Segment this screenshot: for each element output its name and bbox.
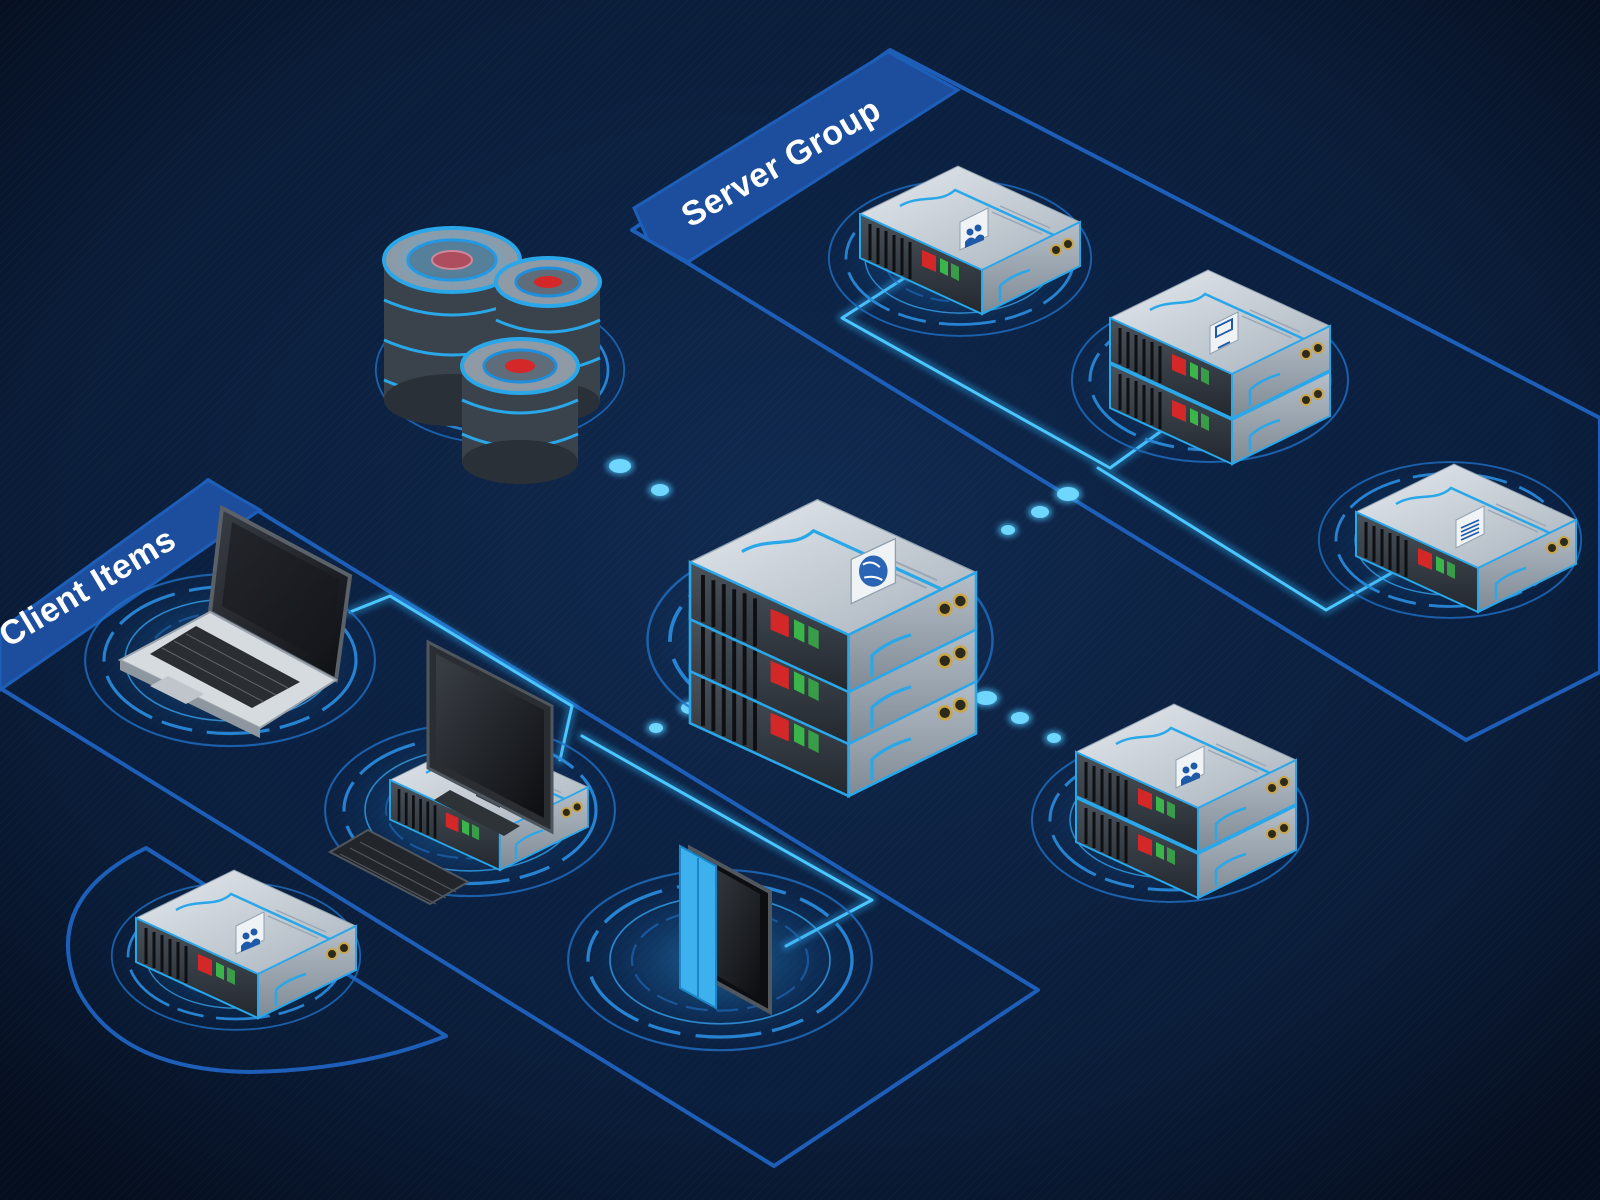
users-icon <box>959 207 989 251</box>
server-user-2 <box>1018 702 1322 912</box>
dot-link-server-group <box>1057 487 1079 501</box>
database-cylinder <box>460 337 580 484</box>
client-server <box>99 868 373 1039</box>
users-icon <box>235 911 265 955</box>
database-cluster <box>363 226 637 484</box>
users-icon <box>1175 745 1205 789</box>
server-display <box>1058 268 1362 472</box>
display-icon <box>1209 311 1239 355</box>
link-laptop-to-desktop <box>348 594 574 762</box>
client-desktop <box>310 639 630 907</box>
central-server <box>630 497 1010 798</box>
server-group-tab <box>632 50 961 264</box>
client-tablet <box>553 844 887 1061</box>
client-laptop <box>70 504 390 757</box>
client-items-tab <box>0 478 263 692</box>
server-storage <box>1306 453 1594 627</box>
stack-icon <box>1455 505 1485 549</box>
dot-link-db <box>609 459 631 473</box>
globe-icon <box>850 537 897 605</box>
server-user-1 <box>816 164 1104 345</box>
